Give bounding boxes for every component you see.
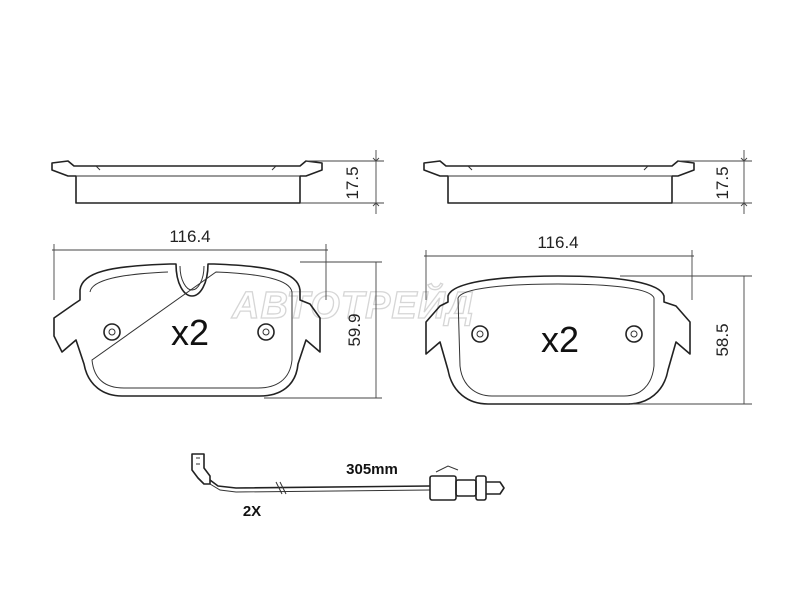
wear-sensor-length-label: 305mm [346, 461, 398, 478]
left-pad-side-view: 17.5 [51, 150, 384, 214]
left-pad-quantity-label: x2 [171, 312, 209, 353]
wear-sensor-quantity-label: 2X [243, 503, 261, 520]
right-pad-width-label: 116.4 [537, 233, 578, 252]
right-pad-quantity-label: x2 [541, 319, 579, 360]
right-pad-height-label: 58.5 [713, 323, 732, 356]
left-pad-thickness-label: 17.5 [343, 166, 362, 199]
right-pad-thickness-label: 17.5 [713, 166, 732, 199]
left-pad-front-view: 116.4 59.9 x2 [52, 227, 382, 399]
wear-sensor-drawing: 305mm 2X [191, 453, 505, 520]
right-pad-side-view: 17.5 [423, 150, 752, 214]
watermark-text: АВТОТРЕЙД [231, 282, 474, 327]
left-pad-height-label: 59.9 [345, 313, 364, 346]
right-pad-front-view: 116.4 58.5 x2 [424, 233, 752, 405]
left-pad-width-label: 116.4 [169, 227, 210, 246]
